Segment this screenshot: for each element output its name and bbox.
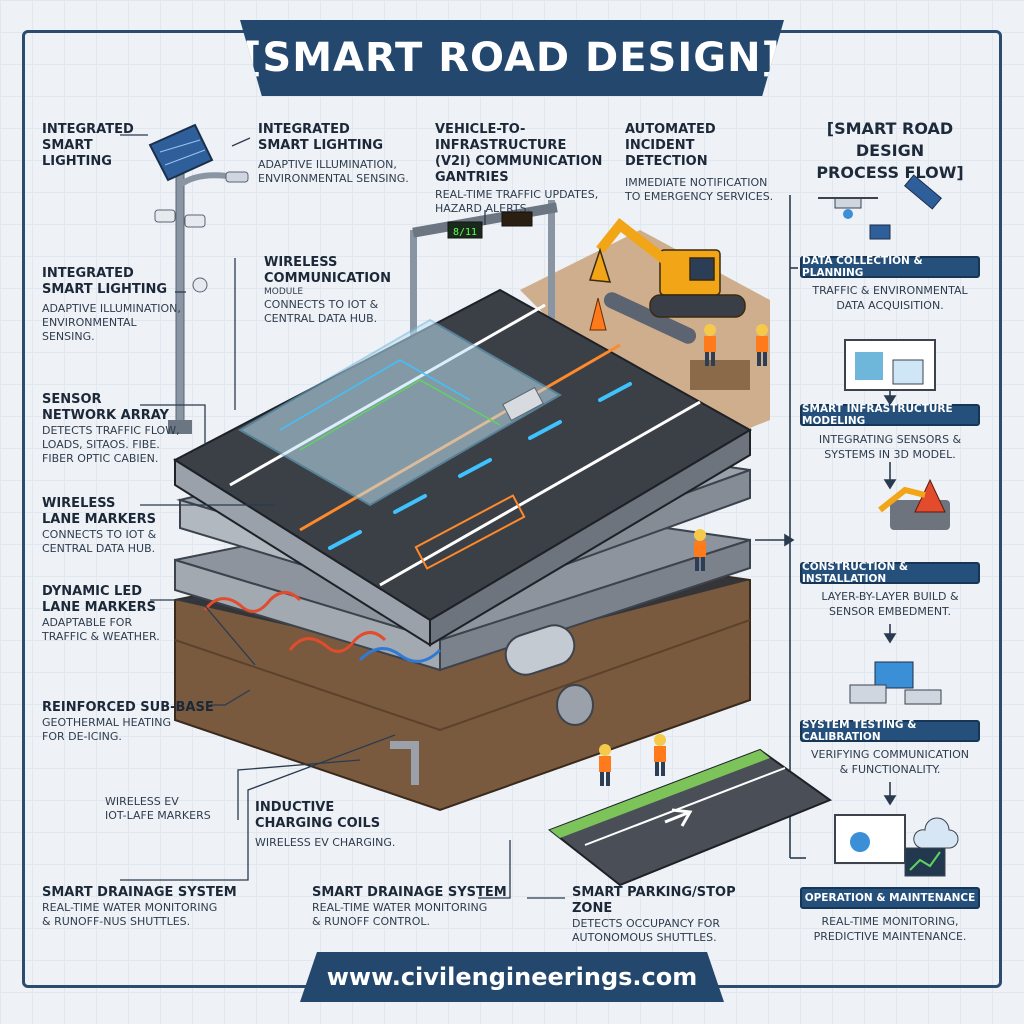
label-smart-lighting-center: INTEGRATED SMART LIGHTING ADAPTIVE ILLUM… — [258, 122, 409, 185]
road-layers — [172, 288, 753, 812]
label-wireless-ev: WIRELESS EV IOT-LAFE MARKERS — [105, 795, 211, 822]
label-inductive-charging: INDUCTIVE CHARGING COILS WIRELESS EV CHA… — [255, 800, 396, 849]
gantry-sign-text: 8/11 — [453, 227, 477, 238]
step-operation: OPERATION & MAINTENANCE — [800, 887, 980, 909]
label-wireless-lane-markers: WIRELESS LANE MARKERS CONNECTS TO IOT & … — [42, 496, 157, 555]
step-data-collection: DATA COLLECTION & PLANNING — [800, 255, 980, 279]
label-smart-lighting-top: INTEGRATED SMART LIGHTING — [42, 122, 134, 169]
label-wireless-comm-module: WIRELESS COMMUNICATION MODULE CONNECTS T… — [264, 255, 391, 325]
title-banner: [SMART ROAD DESIGN] — [240, 20, 784, 96]
smart-parking-zone — [547, 748, 833, 887]
label-smart-drainage-left: SMART DRAINAGE SYSTEM REAL-TIME WATER MO… — [42, 885, 237, 928]
process-flow-arrows — [755, 195, 897, 859]
step-testing: SYSTEM TESTING & CALIBRATION — [800, 719, 980, 743]
excavator-icon — [588, 218, 746, 318]
step-testing-desc: VERIFYING COMMUNICATION & FUNCTIONALITY. — [811, 748, 969, 776]
drone-and-satellite-icon — [818, 174, 942, 240]
label-v2i-gantries: VEHICLE-TO-INFRASTRUCTURE (V2I) COMMUNIC… — [435, 122, 603, 215]
dashboard-cloud-icon — [834, 814, 959, 877]
label-incident-detection: AUTOMATED INCIDENT DETECTION IMMEDIATE N… — [625, 122, 774, 203]
step-construction-desc: LAYER-BY-LAYER BUILD & SENSOR EMBEDMENT. — [821, 590, 959, 618]
step-infrastructure-modeling-desc: INTEGRATING SENSORS & SYSTEMS IN 3D MODE… — [818, 433, 962, 461]
footer-banner: www.civilengineerings.com — [300, 952, 724, 1002]
testing-laptops-icon — [849, 661, 942, 705]
smart-lamp-post-icon — [148, 123, 249, 434]
label-smart-parking: SMART PARKING/STOP ZONE DETECTS OCCUPANC… — [572, 885, 736, 944]
step-operation-desc: REAL-TIME MONITORING, PREDICTIVE MAINTEN… — [813, 915, 967, 943]
construction-workers-icon — [599, 324, 768, 786]
step-construction: CONSTRUCTION & INSTALLATION — [800, 561, 980, 585]
label-smart-lighting-mid: INTEGRATED SMART LIGHTING ADAPTIVE ILLUM… — [42, 266, 181, 343]
label-sensor-network: SENSOR NETWORK ARRAY DETECTS TRAFFIC FLO… — [42, 392, 180, 465]
label-smart-drainage-center: SMART DRAINAGE SYSTEM REAL-TIME WATER MO… — [312, 885, 507, 928]
label-dynamic-led-markers: DYNAMIC LED LANE MARKERS ADAPTABLE FOR T… — [42, 584, 160, 643]
process-flow-title: [SMART ROAD DESIGN PROCESS FLOW] — [816, 119, 964, 182]
page-title: [SMART ROAD DESIGN] — [243, 35, 781, 81]
3d-model-screen-icon — [844, 339, 936, 391]
callout-leader-lines — [120, 134, 565, 899]
step-data-collection-desc: TRAFFIC & ENVIRONMENTAL DATA ACQUISITION… — [812, 284, 968, 312]
footer-url[interactable]: www.civilengineerings.com — [326, 963, 698, 991]
installation-crew-icon — [878, 478, 950, 530]
traffic-cone-icon — [589, 297, 607, 331]
step-infrastructure-modeling: SMART INFRASTRUCTURE MODELING — [800, 403, 980, 427]
label-reinforced-sub-base: REINFORCED SUB-BASE GEOTHERMAL HEATING F… — [42, 700, 214, 743]
